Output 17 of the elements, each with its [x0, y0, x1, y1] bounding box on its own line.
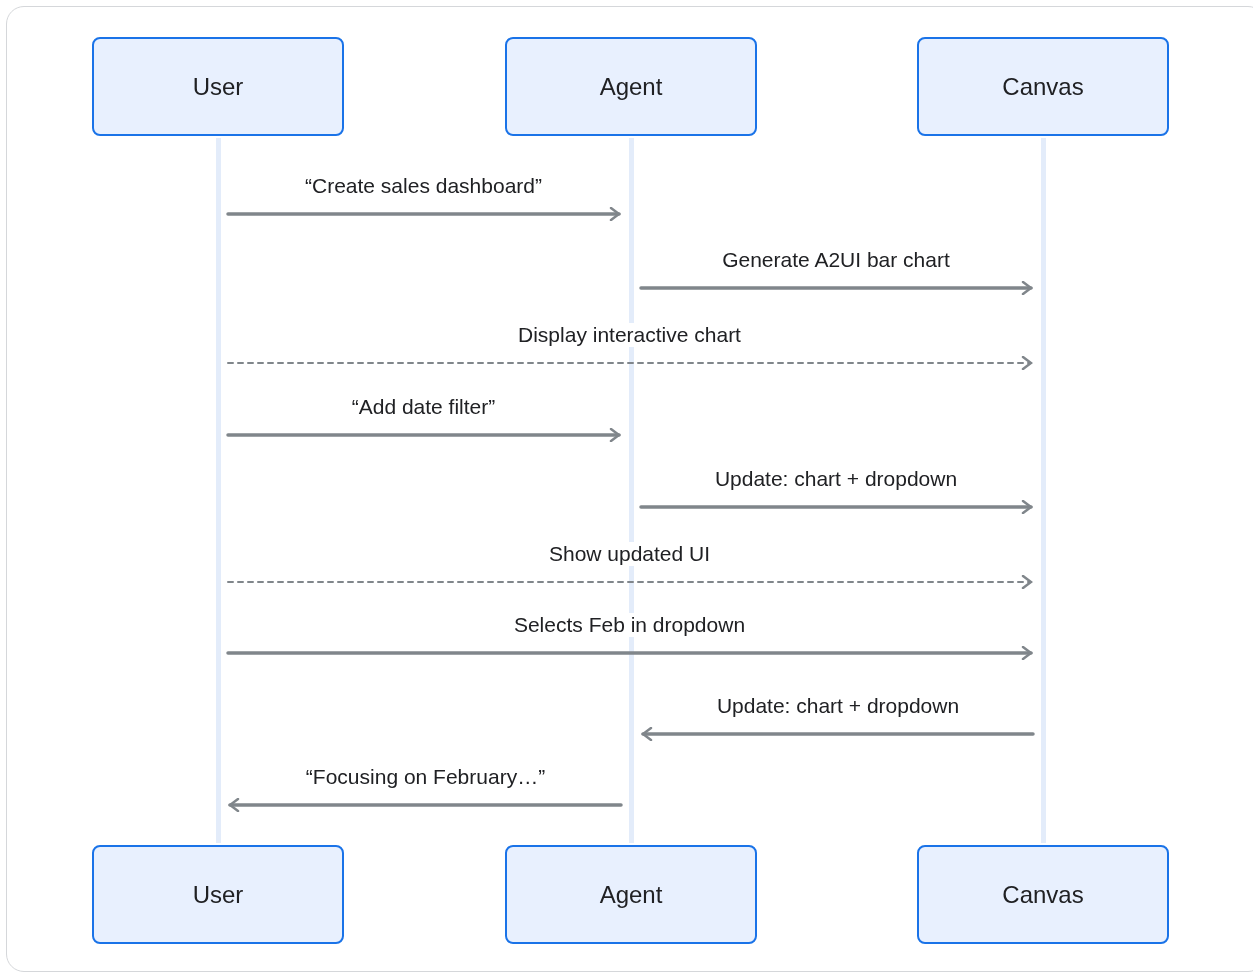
- arrow: [228, 797, 623, 813]
- lifeline-bar: [1040, 138, 1046, 843]
- participant-box: Agent: [505, 37, 757, 136]
- arrow: [226, 206, 621, 222]
- arrow: [226, 427, 621, 443]
- dashed-arrow: [227, 355, 1033, 371]
- participant-box: User: [92, 37, 344, 136]
- arrow: [639, 499, 1033, 515]
- participant-box: Canvas: [917, 845, 1169, 944]
- participant-box: Agent: [505, 845, 757, 944]
- participant-box: User: [92, 845, 344, 944]
- arrow: [226, 645, 1033, 661]
- lifeline-bar: [215, 138, 221, 843]
- participant-box: Canvas: [917, 37, 1169, 136]
- arrow: [641, 726, 1035, 742]
- dashed-arrow: [227, 574, 1033, 590]
- arrow: [639, 280, 1033, 296]
